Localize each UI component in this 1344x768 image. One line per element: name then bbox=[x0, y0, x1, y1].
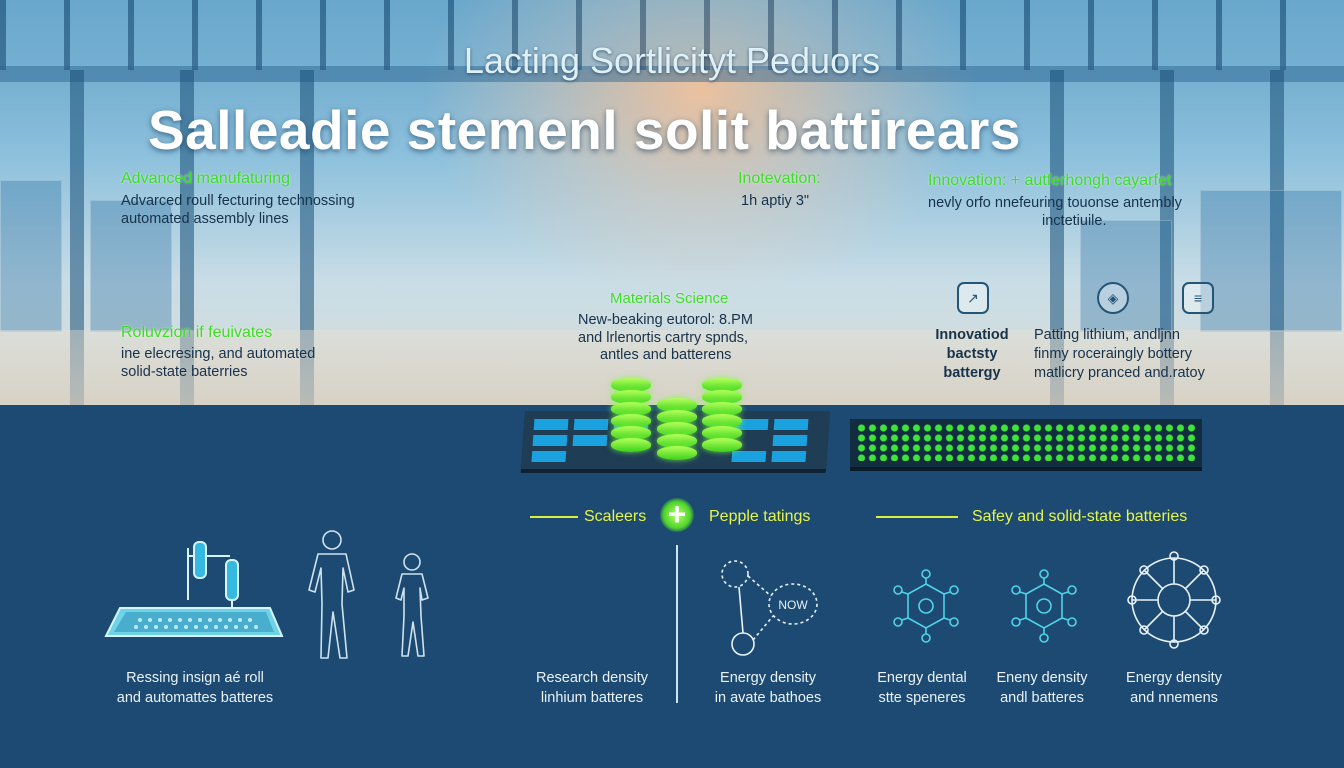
machine-rack bbox=[0, 180, 62, 332]
plus-icon: + bbox=[660, 498, 694, 532]
section-label-left: Scaleers bbox=[584, 508, 647, 525]
factory-column bbox=[1160, 70, 1174, 405]
materials-line3: antles and batterens bbox=[600, 347, 732, 363]
innovation-right-line2: inctetiuile. bbox=[1042, 213, 1107, 229]
page-subtitle: Lacting Sortlicityt Peduors bbox=[463, 40, 881, 81]
icon-block-left-line1: Innovatiod bbox=[935, 327, 1009, 343]
factory-column bbox=[1050, 70, 1064, 405]
gear-network-icon bbox=[1127, 551, 1221, 649]
machine-rack bbox=[1200, 190, 1342, 332]
network-diagram: NOW bbox=[721, 560, 818, 656]
battery-cell-stack bbox=[611, 378, 651, 452]
advanced-line2: automated assembly lines bbox=[121, 211, 289, 227]
vertical-divider bbox=[676, 545, 678, 703]
factory-column bbox=[1270, 70, 1284, 405]
battery-cell-stack bbox=[702, 378, 742, 452]
grid-cell bbox=[531, 451, 567, 462]
caption-6: Energy density and nnemens bbox=[1108, 668, 1240, 708]
caption-2-line2: linhium batteres bbox=[540, 690, 644, 706]
innovation-title: Inotevation: bbox=[738, 170, 821, 187]
factory-roof bbox=[0, 0, 1344, 70]
caption-6-line1: Energy density bbox=[1126, 670, 1222, 686]
machine-rack bbox=[1080, 220, 1172, 332]
page-title: Salleadie stemenl solit battirears bbox=[148, 99, 1021, 161]
innovation-line1: 1h aptiy 3" bbox=[741, 193, 810, 209]
chart-icon: ↗ bbox=[957, 282, 989, 314]
grid-cell bbox=[572, 435, 608, 446]
caption-5-line2: andl batteres bbox=[1000, 690, 1084, 706]
grid-cell bbox=[532, 435, 568, 446]
child-outline-icon bbox=[395, 553, 429, 657]
hero-background: Lacting Sortlicityt Peduors Salleadie st… bbox=[0, 0, 1344, 405]
divider-line bbox=[530, 516, 578, 518]
section-label-right: Safey and solid-state batteries bbox=[972, 508, 1188, 525]
section-label-middle: Pepple tatings bbox=[709, 508, 811, 525]
advanced-title: Advanced manufaturing bbox=[121, 170, 290, 187]
document-icon: ≡ bbox=[1182, 282, 1214, 314]
materials-line1: New-beaking eutorol: 8.PM bbox=[578, 312, 753, 328]
grid-cell bbox=[772, 435, 808, 446]
advanced-line1: Advarced roull fecturing technossing bbox=[121, 193, 355, 209]
icon-block-left-line2: bactsty bbox=[946, 346, 998, 362]
grid-cell bbox=[533, 419, 569, 430]
caption-2: Research density linhium batteres bbox=[522, 668, 662, 708]
caption-3: Energy density in avate bathoes bbox=[700, 668, 836, 708]
molecule-icon bbox=[893, 569, 959, 643]
caption-5: Eneny density andl batteres bbox=[982, 668, 1102, 708]
caption-1-line1: Ressing insign aé roll bbox=[126, 670, 264, 686]
icon-block-right-line2: finmy roceraingly bottery bbox=[1034, 346, 1192, 362]
lab-bench-illustration bbox=[104, 541, 284, 637]
caption-3-line2: in avate bathoes bbox=[714, 690, 822, 706]
factory-column bbox=[180, 70, 194, 405]
caption-3-line1: Energy density bbox=[720, 670, 816, 686]
grid-cell bbox=[573, 419, 609, 430]
caption-4: Energy dental stte speneres bbox=[862, 668, 982, 708]
innovation-right-title: Innovation: + autferhongh cayarfet bbox=[928, 172, 1172, 189]
machine-rack bbox=[90, 200, 172, 332]
battery-grid-right bbox=[850, 419, 1202, 467]
roluvzion-line2: solid-state baterries bbox=[121, 364, 248, 380]
roluvzion-line1: ine elecresing, and automated bbox=[121, 346, 316, 362]
roluvzion-title: Roluvzion if feuivates bbox=[121, 324, 273, 341]
materials-title: Materials Science bbox=[610, 290, 729, 307]
factory-roof-beam bbox=[0, 66, 1344, 82]
caption-6-line2: and nnemens bbox=[1130, 690, 1218, 706]
caption-5-line1: Eneny density bbox=[996, 670, 1088, 686]
caption-4-line1: Energy dental bbox=[877, 670, 967, 686]
icon-block-left-line3: battergy bbox=[943, 365, 1001, 381]
person-outline-icon bbox=[308, 530, 355, 659]
diagram-label: NOW bbox=[778, 598, 808, 612]
icon-block-right-line3: matlicry pranced and.ratoy bbox=[1034, 365, 1205, 381]
factory-column bbox=[70, 70, 84, 405]
caption-1-line2: and automattes batteres bbox=[116, 690, 274, 706]
battery-cell-stack bbox=[657, 398, 697, 460]
factory-floor bbox=[0, 330, 1344, 405]
grid-cell bbox=[773, 419, 809, 430]
factory-column bbox=[300, 70, 314, 405]
materials-line2: and lrlenortis cartry spnds, bbox=[578, 330, 749, 346]
caption-4-line2: stte speneres bbox=[878, 690, 966, 706]
caption-1: Ressing insign aé roll and automattes ba… bbox=[100, 668, 290, 708]
caption-2-line1: Research density bbox=[535, 670, 649, 686]
divider-line bbox=[876, 516, 958, 518]
grid-cell bbox=[731, 451, 767, 462]
innovation-right-line1: nevly orfo nnefeuring touonse antembly bbox=[928, 195, 1182, 211]
grid-cell bbox=[771, 451, 807, 462]
globe-icon: ◈ bbox=[1097, 282, 1129, 314]
molecule-icon bbox=[1011, 569, 1077, 643]
icon-block-right-line1: Patting lithium, andljnn bbox=[1034, 327, 1180, 343]
cell-array bbox=[856, 423, 1196, 461]
